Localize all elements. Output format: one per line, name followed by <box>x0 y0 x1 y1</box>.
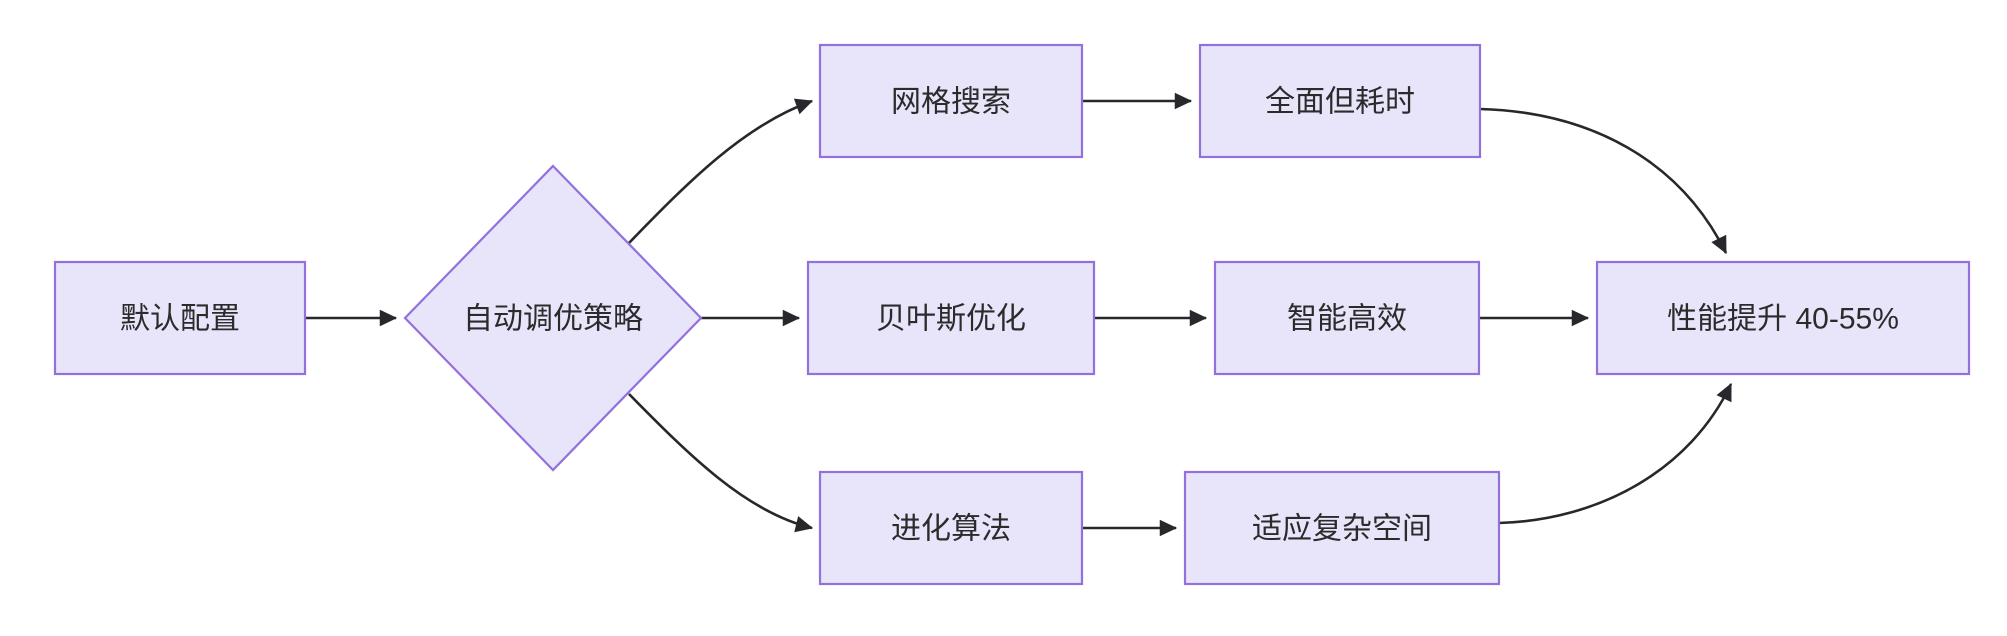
node-smart-efficient[interactable]: 智能高效 <box>1213 260 1481 376</box>
node-grid-search[interactable]: 网格搜索 <box>818 43 1084 159</box>
node-adapts-complex-space[interactable]: 适应复杂空间 <box>1183 470 1501 586</box>
node-performance-gain-shape[interactable] <box>1595 260 1971 376</box>
node-default-config-label: 默认配置 <box>120 303 240 336</box>
node-smart-efficient-label: 智能高效 <box>1287 303 1407 336</box>
node-bayesian-optimization-shape[interactable] <box>806 260 1096 376</box>
node-bayesian-optimization[interactable]: 贝叶斯优化 <box>806 260 1096 376</box>
node-performance-gain-label: 性能提升 40-55% <box>1667 303 1899 336</box>
edge-gridres-to-result <box>1479 107 1728 255</box>
node-evolutionary-algorithm-shape[interactable] <box>818 470 1084 586</box>
edge-evores-to-result <box>1498 382 1733 525</box>
node-default-config-shape[interactable] <box>53 260 307 376</box>
edges-layer <box>305 92 1733 537</box>
node-adapts-complex-space-label: 适应复杂空间 <box>1252 513 1432 546</box>
node-comprehensive-but-slow[interactable]: 全面但耗时 <box>1198 43 1482 159</box>
node-auto-tuning-strategy[interactable]: 自动调优策略 <box>403 164 703 472</box>
node-grid-search-label: 网格搜索 <box>891 86 1011 119</box>
node-auto-tuning-strategy-shape[interactable] <box>403 164 703 472</box>
node-default-config[interactable]: 默认配置 <box>53 260 307 376</box>
node-bayesian-optimization-label: 贝叶斯优化 <box>876 303 1026 336</box>
node-grid-search-shape[interactable] <box>818 43 1084 159</box>
node-evolutionary-algorithm[interactable]: 进化算法 <box>818 470 1084 586</box>
node-smart-efficient-shape[interactable] <box>1213 260 1481 376</box>
nodes-layer: 默认配置 自动调优策略 网格搜索 全面但耗时 贝叶斯优化 智能高效 <box>53 43 1971 586</box>
node-comprehensive-but-slow-label: 全面但耗时 <box>1265 86 1415 119</box>
edge-decision-to-grid <box>628 98 814 244</box>
node-adapts-complex-space-shape[interactable] <box>1183 470 1501 586</box>
node-evolutionary-algorithm-label: 进化算法 <box>891 513 1011 546</box>
node-performance-gain[interactable]: 性能提升 40-55% <box>1595 260 1971 376</box>
node-comprehensive-but-slow-shape[interactable] <box>1198 43 1482 159</box>
edge-decision-to-evo <box>628 393 814 533</box>
node-auto-tuning-strategy-label: 自动调优策略 <box>463 303 643 336</box>
